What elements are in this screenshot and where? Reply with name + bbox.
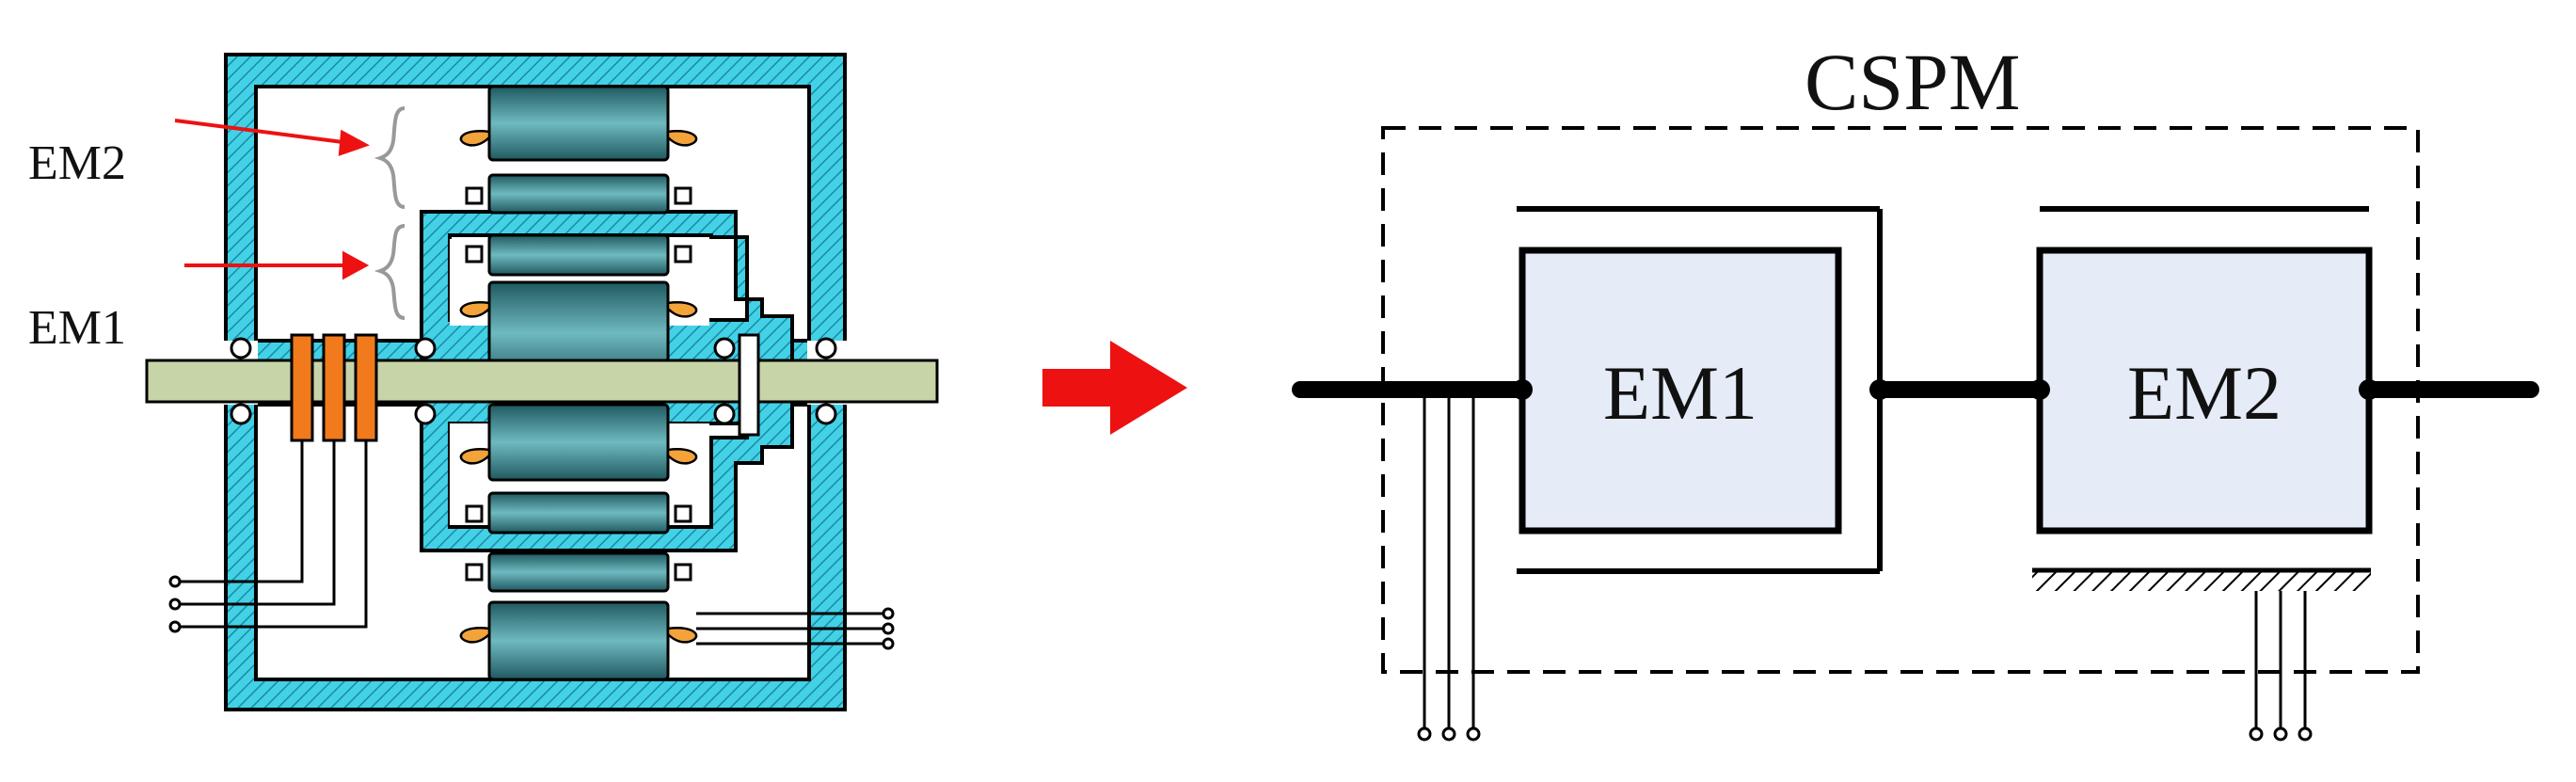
slip-rings xyxy=(290,333,378,442)
slip-ring-leads xyxy=(179,440,368,629)
coil xyxy=(487,600,670,681)
slip-ring-terminals xyxy=(168,575,182,633)
cspm-title: CSPM xyxy=(1805,37,2021,127)
em2-callout-arrow xyxy=(174,119,370,156)
em-braces xyxy=(374,106,405,320)
coil xyxy=(487,403,670,482)
em2-callout-label: EM2 xyxy=(28,136,126,190)
end-windings xyxy=(459,130,698,644)
machine-cross-section: EM2 EM1 xyxy=(28,53,939,711)
em1-callout-arrow xyxy=(184,250,370,280)
shaft-joints xyxy=(1512,379,2379,400)
winding-terminals xyxy=(465,186,692,582)
em1-block-label: EM1 xyxy=(1603,350,1757,436)
coil xyxy=(487,491,670,535)
stator-leads xyxy=(696,612,884,646)
ground-symbol xyxy=(2032,570,2371,591)
stator-terminals xyxy=(882,607,895,650)
cspm-boundary xyxy=(1381,126,2420,674)
shaft xyxy=(145,359,939,404)
bearings xyxy=(230,337,837,425)
coil xyxy=(487,85,670,162)
coil xyxy=(487,551,670,593)
em2-block-label: EM2 xyxy=(2127,350,2282,436)
em2-leads xyxy=(2249,591,2313,742)
em1-leads xyxy=(1417,390,1481,742)
transform-arrow xyxy=(1042,341,1187,435)
coil xyxy=(487,233,670,277)
cspm-block-diagram: CSPM EM1 EM2 xyxy=(1292,37,2539,742)
coil xyxy=(487,173,670,215)
em1-callout-label: EM1 xyxy=(28,301,126,355)
em2-block xyxy=(2036,247,2373,535)
coil-stack xyxy=(487,85,670,681)
